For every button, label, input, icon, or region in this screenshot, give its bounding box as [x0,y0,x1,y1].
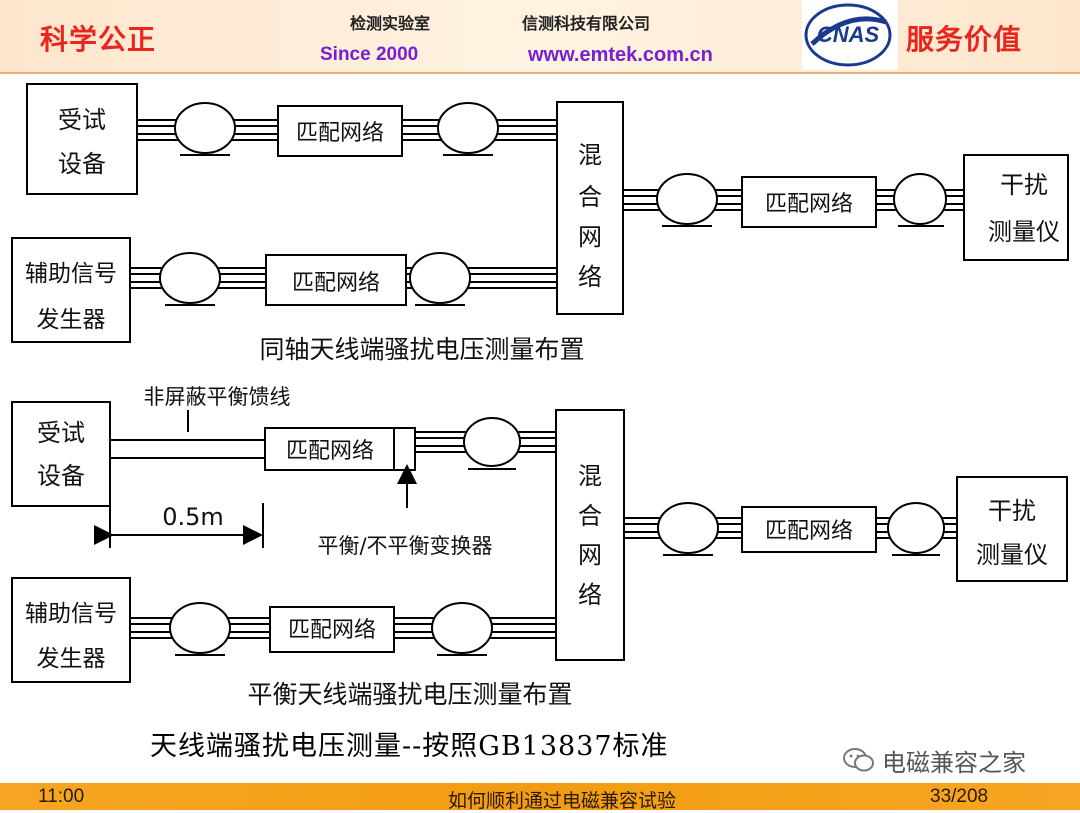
d2-aux-label-2: 发生器 [37,646,106,672]
wechat-icon [843,748,874,772]
cnas-logo: CNAS [802,0,898,70]
d2-mixer-label-1: 混 [578,462,602,490]
d1-mixer-label-2: 合 [578,183,602,211]
d2-aux-label-1: 辅助信号 [25,601,117,627]
d2-clamp-3 [887,502,945,554]
d1-eut-matching-network-box [277,105,403,157]
d1-receiver-matching-network-box [741,176,877,228]
d1-caption: 同轴天线端骚扰电压测量布置 [259,335,584,364]
d2-clamp-4 [169,602,231,654]
d1-eut-label-2: 设备 [58,150,106,178]
d1-cable-f [406,267,557,289]
d1-mn-label-3: 匹配网络 [292,271,380,296]
slide-footer: 11:00 如何顺利通过电磁兼容试验 33/208 [0,783,1080,812]
d1-aux-matching-network-box [265,254,407,306]
d2-aux-matching-network-box [269,606,395,653]
left-slogan: 科学公正 [40,23,157,56]
d1-clamp-3 [656,173,718,225]
footer-time: 11:00 [38,786,85,807]
watermark: 电磁兼容之家 [842,742,1026,778]
cnas-logo-text: CNAS [817,22,880,47]
d2-eut-matching-network-box [264,427,416,471]
d2-balanced-feeder [110,439,265,459]
d2-mn-label-2: 匹配网络 [765,519,853,544]
d1-mixer-label-4: 络 [578,263,602,291]
d2-distance-label: 0.5m [162,503,224,531]
d1-eut-label-1: 受试 [58,106,106,134]
d2-aux-generator-box [11,577,131,683]
d1-mixing-network-box [556,101,624,315]
d1-receiver-label-1: 干扰 [1000,171,1048,199]
d1-aux-generator-box [11,237,131,343]
d2-receiver-label-1: 干扰 [988,497,1036,525]
d2-mn-label-3: 匹配网络 [288,618,376,643]
d2-feeder-label: 非屏蔽平衡馈线 [144,385,291,409]
d2-mixing-network-box [555,409,625,661]
lab-name: 检测实验室 [350,14,431,33]
since-text: Since 2000 [320,44,419,65]
d1-clamp-1 [174,102,236,154]
d2-receiver-matching-network-box [741,506,877,553]
footer-page-number: 33/208 [930,786,989,807]
d2-receiver-box [956,476,1068,582]
d2-eut-label-1: 受试 [37,419,85,447]
d2-eut-label-2: 设备 [37,462,85,490]
d2-clamp-1 [463,417,521,467]
d2-caption: 平衡天线端骚扰电压测量布置 [247,680,572,709]
d2-clamp-5 [431,602,493,654]
footer-title: 如何顺利通过电磁兼容试验 [448,791,677,812]
d1-aux-label-2: 发生器 [37,307,106,333]
d1-aux-label-1: 辅助信号 [25,261,117,287]
d2-receiver-label-2: 测量仪 [976,541,1048,569]
d1-mn-label-1: 匹配网络 [296,121,384,146]
website-link[interactable]: www.emtek.com.cn [528,44,713,66]
slide-header: 科学公正 检测实验室 信测科技有限公司 Since 2000 www.emtek… [0,0,1080,74]
d2-clamp-2 [657,502,719,554]
d2-eut-box [11,401,111,507]
standard-title: 天线端骚扰电压测量--按照GB13837标准 [150,731,669,762]
d1-clamp-2 [437,102,499,154]
d2-mixer-label-3: 网 [578,541,602,569]
right-slogan: 服务价值 [906,23,1023,56]
d1-clamp-4 [893,173,947,225]
company-name: 信测科技有限公司 [522,14,651,33]
d2-balun-label: 平衡/不平衡变换器 [317,534,492,558]
d2-mixer-label-4: 络 [578,581,602,609]
d1-mixer-label-3: 网 [578,223,602,251]
d1-clamp-6 [409,252,471,304]
d1-receiver-label-2: 测量仪 [988,218,1060,246]
d1-mn-label-2: 匹配网络 [765,192,853,217]
d1-mixer-label-1: 混 [578,141,602,169]
d2-mixer-label-2: 合 [578,502,602,530]
d1-clamp-5 [159,252,221,304]
d1-receiver-box [963,154,1069,261]
watermark-text: 电磁兼容之家 [882,748,1026,777]
d2-mn-label-1: 匹配网络 [286,439,374,464]
